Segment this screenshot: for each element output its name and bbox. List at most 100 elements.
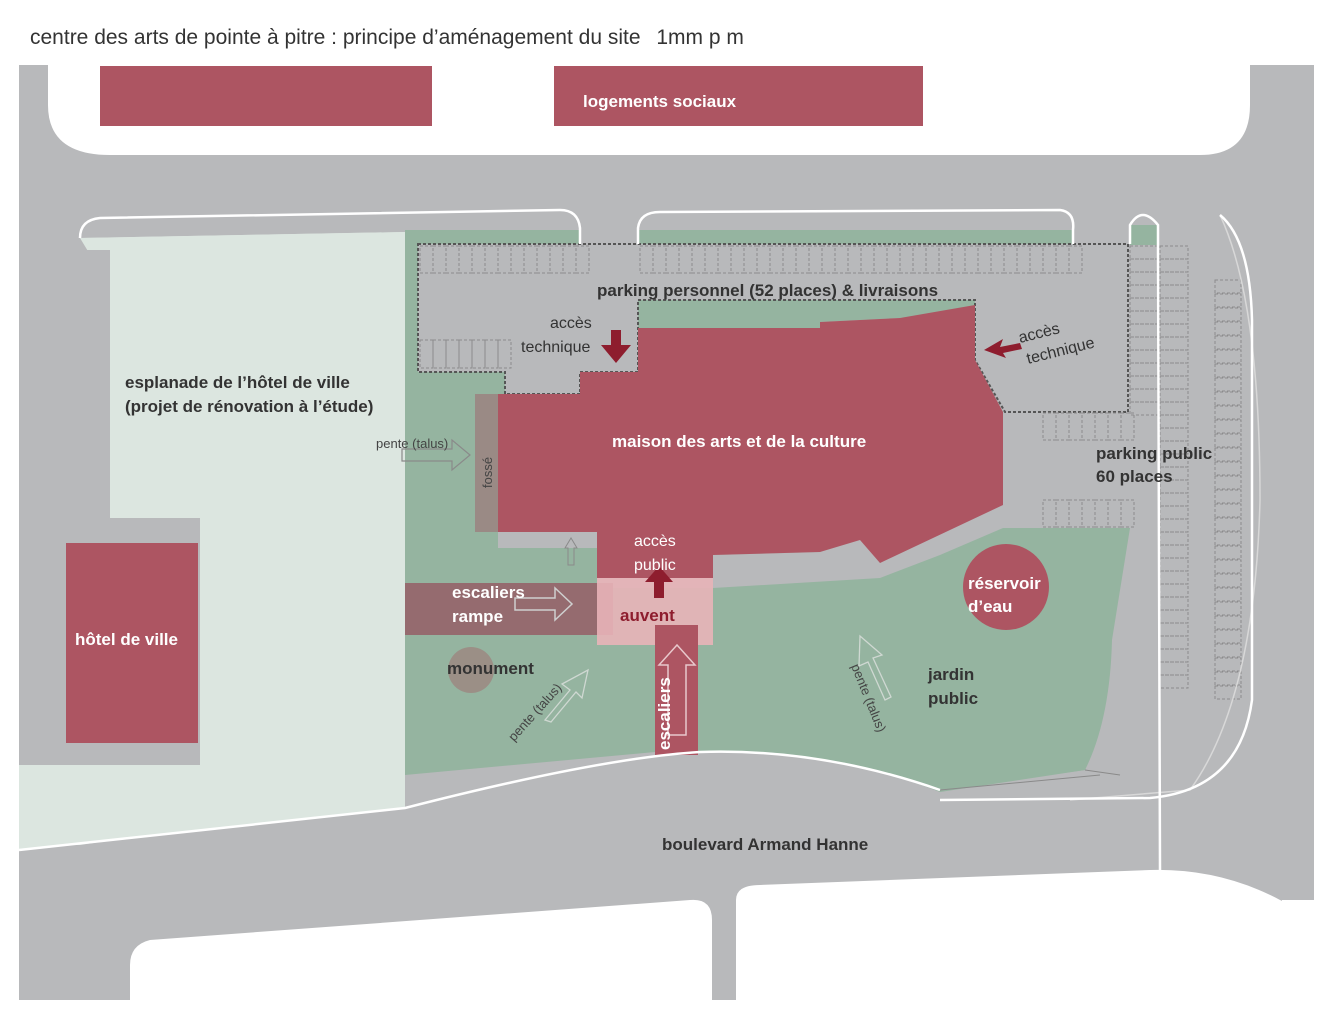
pente-arrow-diagonal [543, 668, 589, 723]
pente-arrow-west [401, 438, 471, 472]
parking-stall [1214, 671, 1242, 686]
green-strip-north-2 [638, 230, 1073, 244]
parking-stall [1159, 427, 1189, 442]
parking-stall [1129, 388, 1159, 403]
label-parking-public-1: parking public [1096, 444, 1212, 463]
maison-des-arts-building [498, 305, 1003, 578]
label-acces-public-1: accès [634, 533, 676, 550]
east-road-curve [1069, 214, 1261, 801]
garden-west [405, 244, 655, 775]
boulevard-edge-line [939, 774, 1101, 791]
southern-void-right [736, 869, 1314, 1000]
label-acces-technique-1b: technique [521, 339, 590, 356]
parking-stalls-top [419, 245, 1083, 274]
label-hotel: hôtel de ville [75, 630, 178, 649]
parking-stall [1129, 336, 1159, 351]
southern-void-edge [1282, 900, 1314, 1000]
map-scale: 1mm p m [656, 26, 744, 49]
parking-stall [1159, 388, 1189, 403]
service-lane [713, 505, 1003, 588]
label-acces-technique-1a: accès [550, 315, 592, 332]
parking-stall [1159, 284, 1189, 299]
parking-stall [1129, 271, 1159, 286]
parking-stall [1129, 375, 1159, 390]
label-reservoir-2: d’eau [968, 597, 1012, 616]
label-maison: maison des arts et de la culture [612, 432, 866, 451]
parking-stall [1129, 310, 1159, 325]
parking-stall [1159, 453, 1189, 468]
parking-stall [1159, 323, 1189, 338]
parking-stall [1214, 321, 1242, 336]
parking-stall [1129, 245, 1159, 260]
parking-stall [1129, 284, 1159, 299]
parking-stall [1159, 401, 1189, 416]
east-parcel-edge [1128, 213, 1162, 871]
logements-gap [432, 80, 554, 126]
green-strip-parking [638, 300, 975, 328]
parking-stall [1159, 271, 1189, 286]
escaliers-up-arrow [657, 643, 697, 736]
parking-stall [1214, 559, 1242, 574]
acces-technique-arrow-east [984, 339, 1022, 358]
parking-stall [1214, 307, 1242, 322]
label-boulevard: boulevard Armand Hanne [662, 835, 868, 854]
east-outer-edge [939, 214, 1254, 802]
parking-stall [1214, 489, 1242, 504]
label-monument: monument [447, 659, 534, 678]
parking-stall [1214, 643, 1242, 658]
label-jardin-2: public [928, 689, 978, 708]
parking-stall [1159, 375, 1189, 390]
parking-stall [1214, 531, 1242, 546]
parking-stall [1214, 447, 1242, 462]
parking-stall [1159, 258, 1189, 273]
green-strip-north-3 [1130, 225, 1158, 245]
parking-stall [1159, 349, 1189, 364]
label-escaliers: escaliers [655, 677, 674, 750]
label-auvent: auvent [620, 606, 675, 625]
parking-stall [497, 339, 512, 369]
parking-stall [1214, 615, 1242, 630]
label-acces-public-2: public [634, 557, 676, 574]
label-jardin-1: jardin [927, 665, 974, 684]
parking-stall [1159, 297, 1189, 312]
parking-stall [1129, 401, 1159, 416]
label-esplanade-1: esplanade de l’hôtel de ville [125, 373, 350, 392]
north-parcel-edge [78, 208, 1075, 244]
logements-sociaux-building-left [100, 66, 432, 126]
label-parking-public-2: 60 places [1096, 467, 1173, 486]
parking-stall [1214, 573, 1242, 588]
esplanade-main [19, 232, 405, 850]
label-logements: logements sociaux [583, 92, 737, 111]
reservoir-eau [963, 544, 1049, 630]
parking-stall [1214, 517, 1242, 532]
label-esplanade-2: (projet de rénovation à l’étude) [125, 397, 373, 416]
label-pente-1: pente (talus) [376, 436, 448, 451]
parking-stall [1214, 629, 1242, 644]
southern-void-left [130, 899, 712, 1000]
monument-circle [448, 647, 494, 693]
parking-stall [1159, 245, 1189, 260]
boulevard-north-edge [18, 750, 941, 852]
parking-stall [1120, 412, 1135, 441]
label-escaliers-rampe-1: escaliers [452, 583, 525, 602]
fosse-strip [475, 394, 498, 532]
parking-stall [1214, 391, 1242, 406]
parking-stall [1214, 503, 1242, 518]
parking-stall [1214, 685, 1242, 700]
parking-stall [1129, 323, 1159, 338]
parking-stall [1214, 657, 1242, 672]
parking-stall [1214, 405, 1242, 420]
parking-stall [1214, 545, 1242, 560]
parking-stall [1159, 466, 1189, 481]
escaliers-rampe-arrow [514, 586, 574, 622]
parking-stall [1214, 377, 1242, 392]
parking-stall [1159, 310, 1189, 325]
esplanade-strip [110, 250, 185, 518]
label-fosse: fossé [480, 457, 495, 488]
escaliers-rampe-band [405, 583, 613, 635]
parking-stall [1129, 362, 1159, 377]
parking-stall [1214, 363, 1242, 378]
parking-stall [1129, 258, 1159, 273]
parking-stall [1214, 419, 1242, 434]
